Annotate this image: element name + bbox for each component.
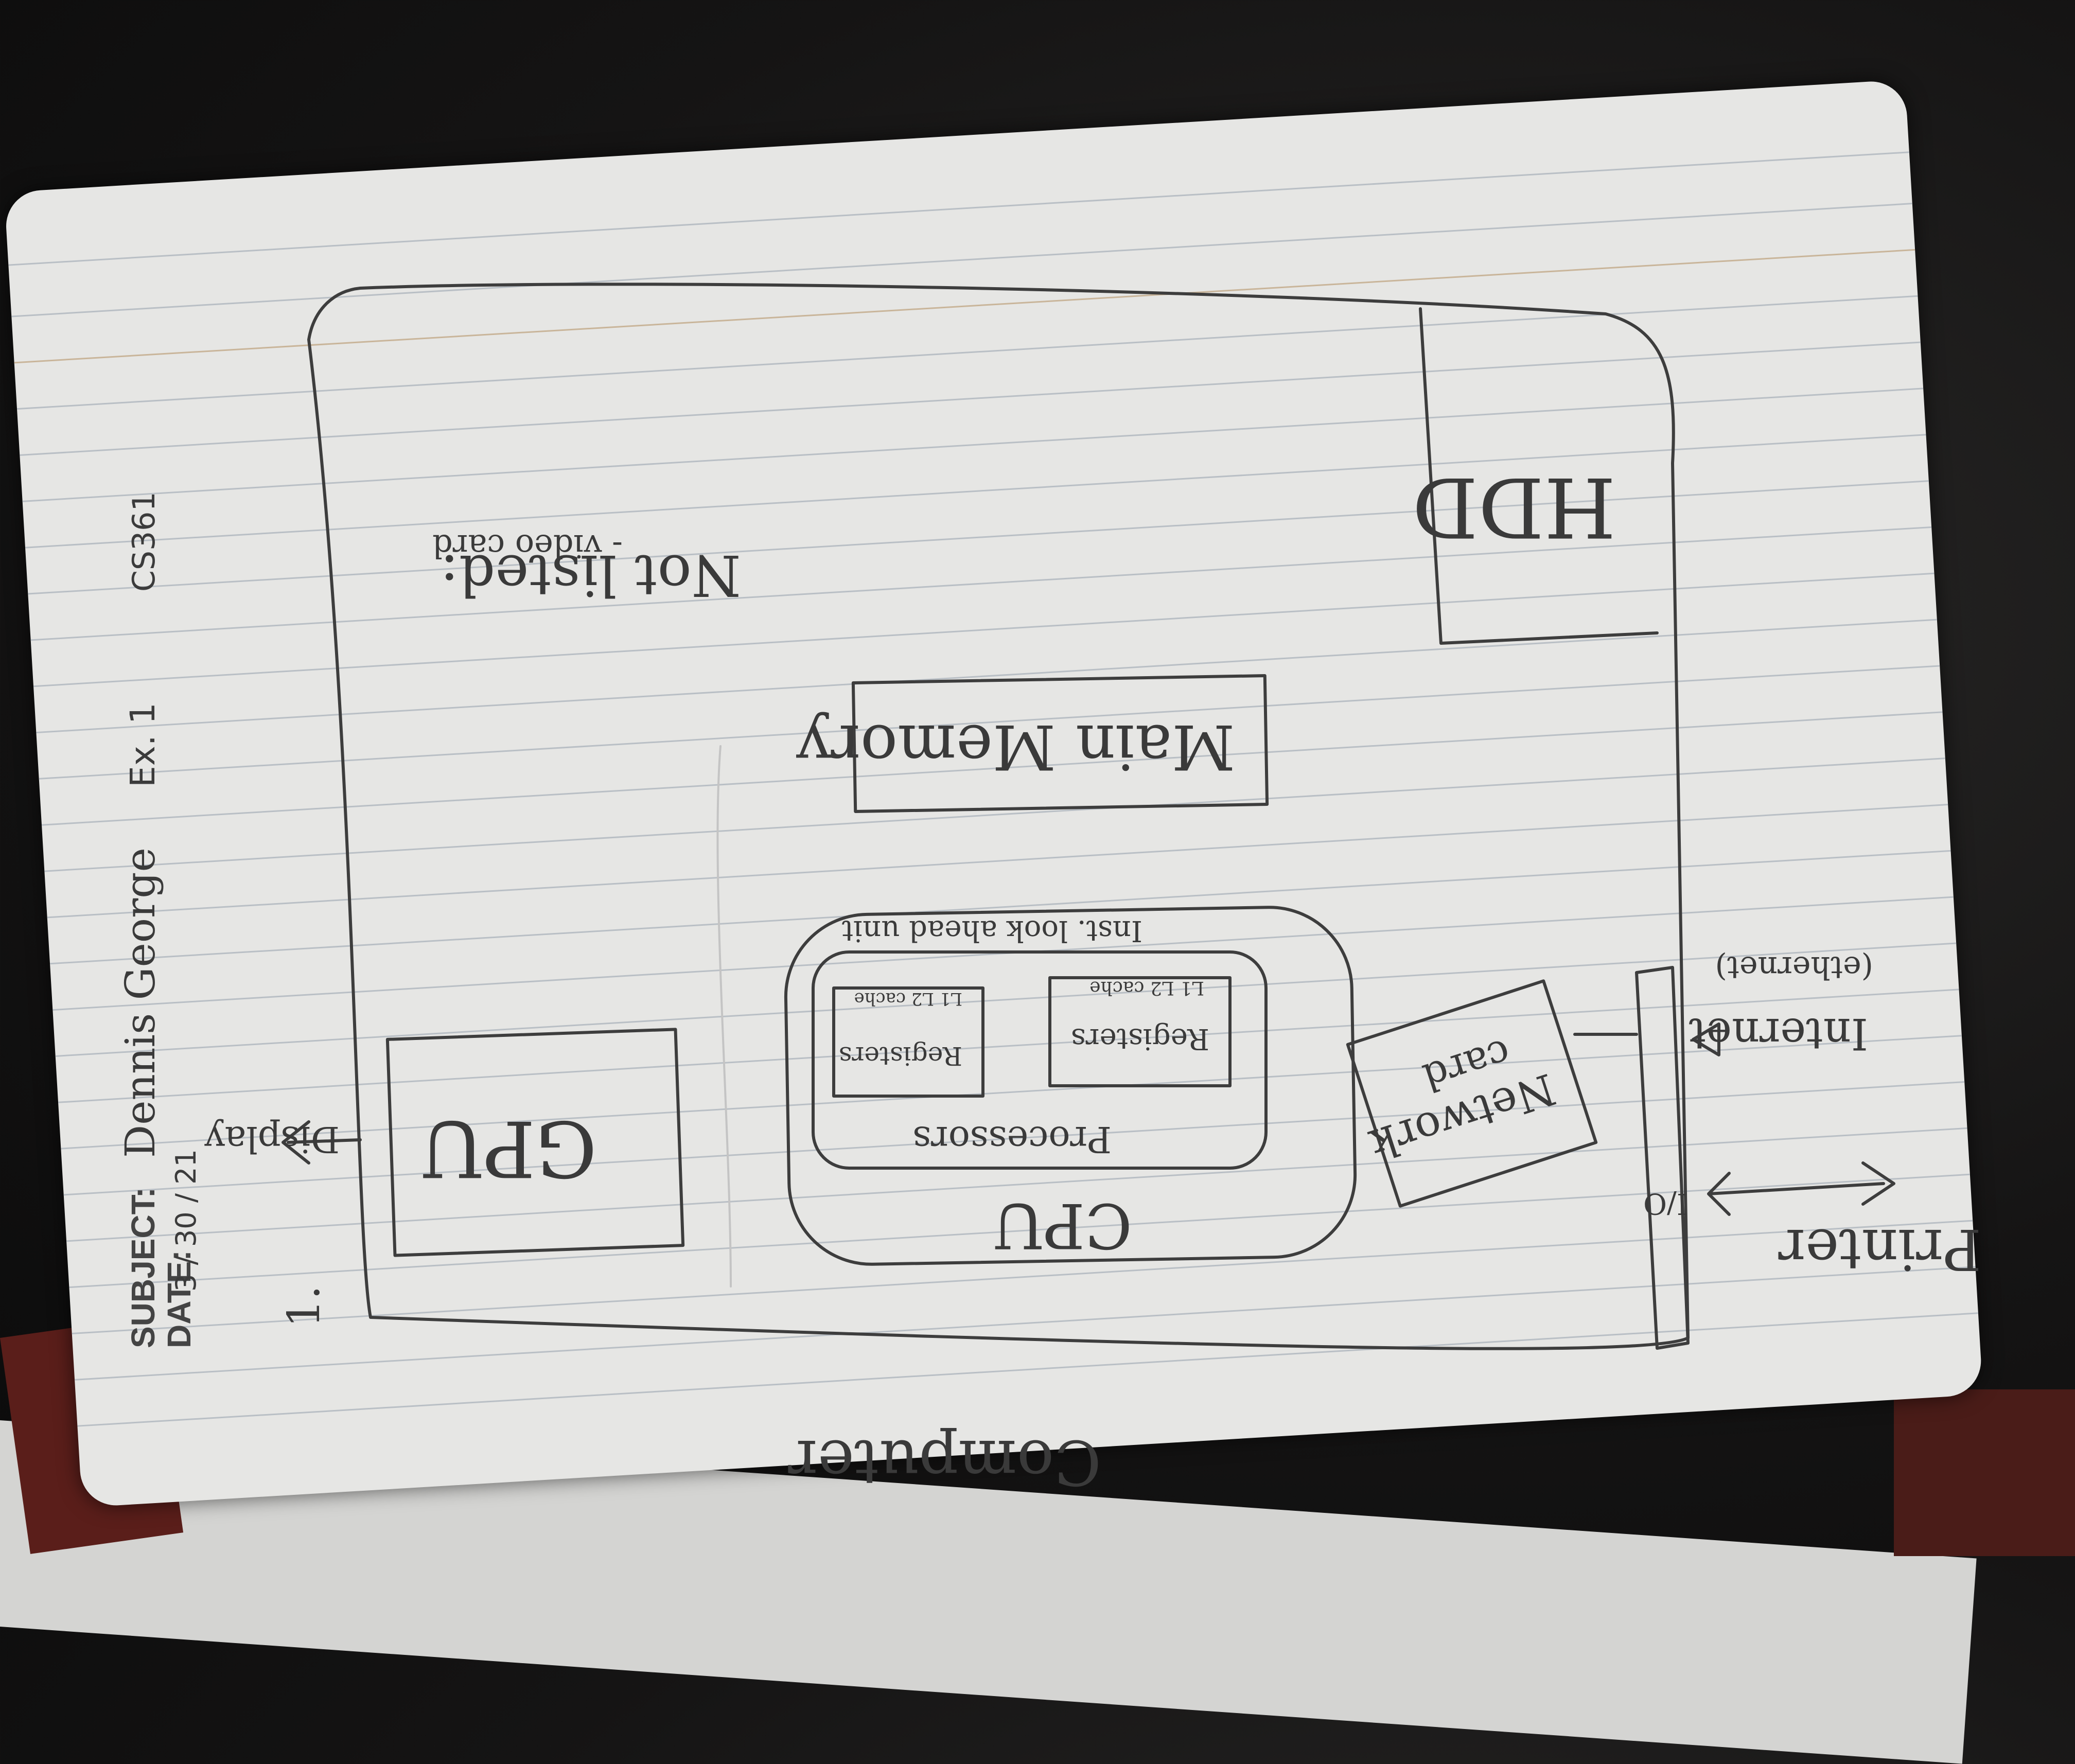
internet-label: Internet xyxy=(1689,1009,1868,1059)
diagram-layer: SUBJECT: DATE: Dennis George Ex. 1 CS361… xyxy=(116,283,1981,1497)
internet-arrow xyxy=(1692,1022,1720,1056)
computer-label: Computer xyxy=(788,1426,1101,1497)
cache-label-2: L1 L2 cache xyxy=(1089,977,1204,998)
main-memory-label: Main Memory xyxy=(796,711,1235,782)
registers-box-2 xyxy=(1048,976,1232,1087)
course-code: CS361 xyxy=(126,491,162,592)
main-memory-box xyxy=(851,674,1269,813)
processors-label: Processors xyxy=(912,1118,1112,1160)
lookahead-label: Inst. look ahead unit xyxy=(841,914,1142,947)
subject-value: Dennis George xyxy=(116,848,164,1158)
registers-box-1 xyxy=(832,986,984,1098)
gpu-box xyxy=(385,1028,685,1257)
display-label: Display xyxy=(204,1118,340,1160)
computer-box xyxy=(307,283,1690,1350)
date-value: 3 / 30 / 21 xyxy=(170,1149,202,1292)
network-card-box xyxy=(1346,979,1598,1208)
cpu-label: CPU xyxy=(992,1189,1132,1261)
io-label: I/O xyxy=(1643,1187,1688,1220)
video-card-label: - video card xyxy=(432,527,623,565)
io-box xyxy=(1635,966,1690,1350)
hdd-label: HDD xyxy=(1412,459,1616,555)
registers-label-2: Registers xyxy=(1071,1022,1209,1055)
cpu-box xyxy=(784,906,1357,1266)
not-listed-label: Not listed: xyxy=(440,542,741,608)
hdd-box xyxy=(1419,307,1659,645)
display-arrow xyxy=(282,1120,362,1165)
ethernet-label: (ethernet) xyxy=(1715,949,1873,985)
item-number: 1. xyxy=(278,1285,330,1328)
computer-diagram: SUBJECT: DATE: Dennis George Ex. 1 CS361… xyxy=(116,283,1981,1497)
gpu-label: GPU xyxy=(419,1103,597,1193)
date-label: DATE: xyxy=(161,1250,198,1348)
notebook-cover-corner xyxy=(1894,1389,2075,1556)
cache-label-1: L1 L2 cache xyxy=(854,989,962,1009)
printer-label: Printer xyxy=(1778,1216,1981,1282)
erased-sketch xyxy=(716,745,732,1287)
subject-label: SUBJECT: xyxy=(125,1187,162,1348)
processors-box xyxy=(812,950,1268,1170)
exercise-number: Ex. 1 xyxy=(123,702,163,787)
registers-label-1: Registers xyxy=(839,1041,962,1071)
printer-arrow xyxy=(1707,1161,1895,1216)
